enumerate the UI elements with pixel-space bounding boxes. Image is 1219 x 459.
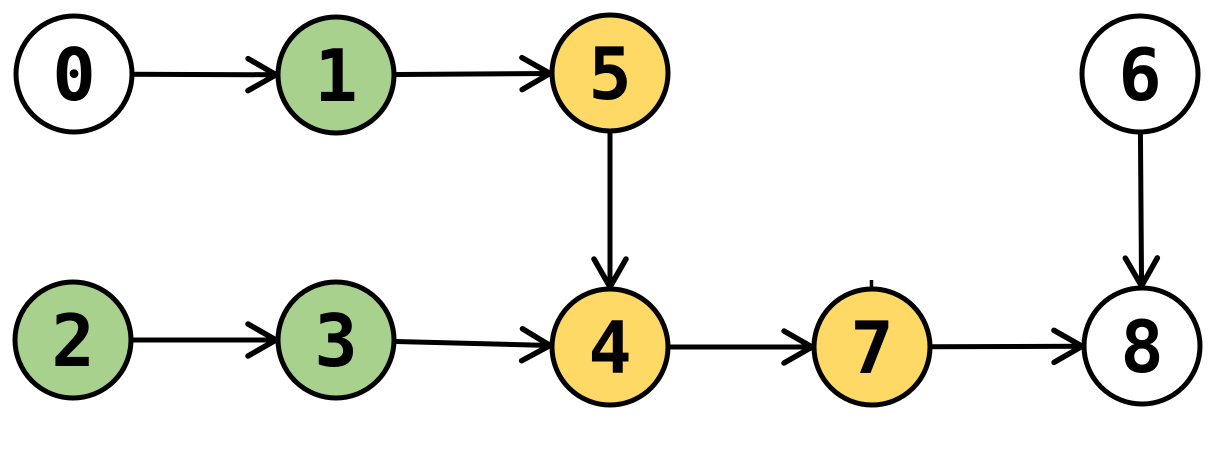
node-5-label: 5 <box>588 32 631 116</box>
node-7-circle <box>811 286 933 408</box>
node-6-circle <box>1079 13 1201 135</box>
node-3-label: 3 <box>314 299 357 383</box>
node-0-label: 0 <box>52 33 95 117</box>
node-2: 2 <box>12 279 134 401</box>
node-8-circle <box>1081 285 1203 407</box>
node-1: 1 <box>275 14 397 136</box>
node-5: 5 <box>549 12 671 134</box>
node-4-circle <box>549 286 671 408</box>
node-2-circle <box>12 279 134 401</box>
node-4: 4 <box>549 286 671 408</box>
node-5-circle <box>549 12 671 134</box>
node-4-label: 4 <box>588 306 631 390</box>
node-8: 8 <box>1081 285 1203 407</box>
node-3-circle <box>275 279 397 401</box>
node-0-circle <box>13 13 135 135</box>
node-1-circle <box>275 14 397 136</box>
node-7: 7 <box>811 286 933 408</box>
node-6: 6 <box>1079 13 1201 135</box>
node-0: 0 <box>13 13 135 135</box>
node-7-label: 7 <box>850 306 893 390</box>
node-6-label: 6 <box>1118 33 1161 117</box>
node-3: 3 <box>275 279 397 401</box>
node-2-label: 2 <box>51 299 94 383</box>
node-8-label: 8 <box>1120 305 1163 389</box>
node-1-label: 1 <box>314 34 357 118</box>
